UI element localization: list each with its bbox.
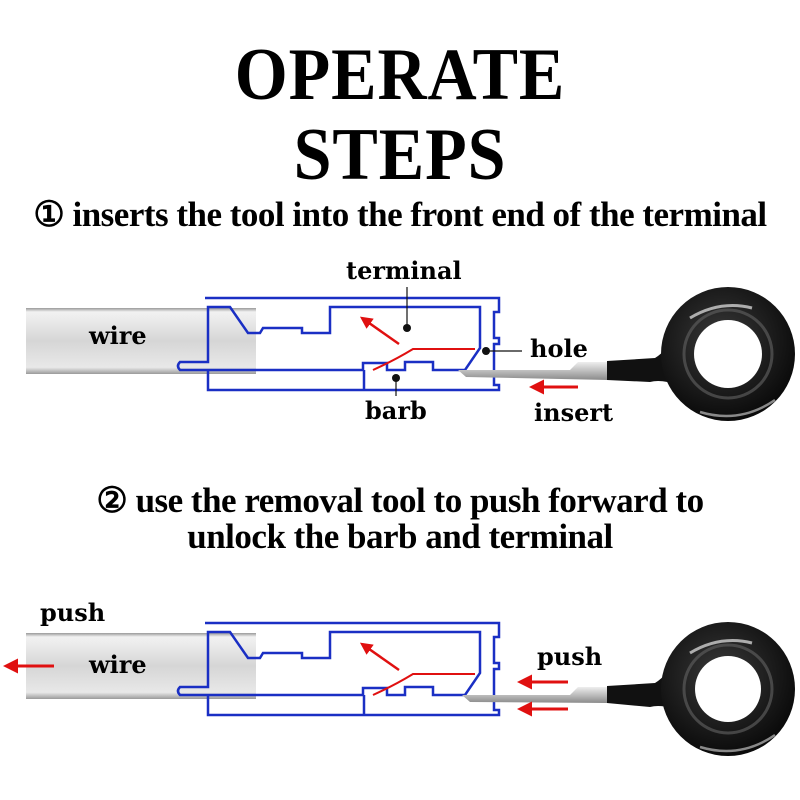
step-2-text-line-2: unlock the barb and terminal xyxy=(187,517,613,556)
terminal-housing xyxy=(205,296,501,392)
insert-label: insert xyxy=(534,398,614,427)
latch-direction-arrow xyxy=(359,642,400,672)
step-1-number: ① xyxy=(33,195,65,234)
step-2-heading-line-2: unlock the barb and terminal xyxy=(0,518,800,556)
latch-direction-arrow xyxy=(359,316,400,346)
tool-blade xyxy=(458,362,608,380)
wire-label-2: wire xyxy=(89,650,147,679)
terminal-label: terminal xyxy=(346,256,462,285)
step-2-heading: ② use the removal tool to push forward t… xyxy=(0,482,800,520)
hole-label: hole xyxy=(530,334,588,363)
push-label-right: push xyxy=(537,642,603,671)
step-1-heading: ① inserts the tool into the front end of… xyxy=(0,196,800,234)
title-line-2: STEPS xyxy=(293,114,507,196)
latch xyxy=(372,673,475,696)
terminal-housing xyxy=(205,621,501,717)
barb-label: barb xyxy=(365,396,427,425)
step-1-text: inserts the tool into the front end of t… xyxy=(72,195,767,234)
push-label-left: push xyxy=(40,598,106,627)
terminal-inner xyxy=(176,630,482,697)
diagram-step-1 xyxy=(26,287,795,421)
step-2-number: ② xyxy=(96,481,128,520)
title-line-1: OPERATE xyxy=(234,34,566,116)
wire xyxy=(26,308,256,374)
step-2-text-line-1: use the removal tool to push forward to xyxy=(135,481,705,520)
latch xyxy=(372,348,475,371)
terminal-inner xyxy=(176,305,482,372)
tool-blade xyxy=(462,687,608,703)
diagram-step-2 xyxy=(2,621,795,756)
wire xyxy=(26,633,256,699)
wire-label-1: wire xyxy=(89,321,147,350)
